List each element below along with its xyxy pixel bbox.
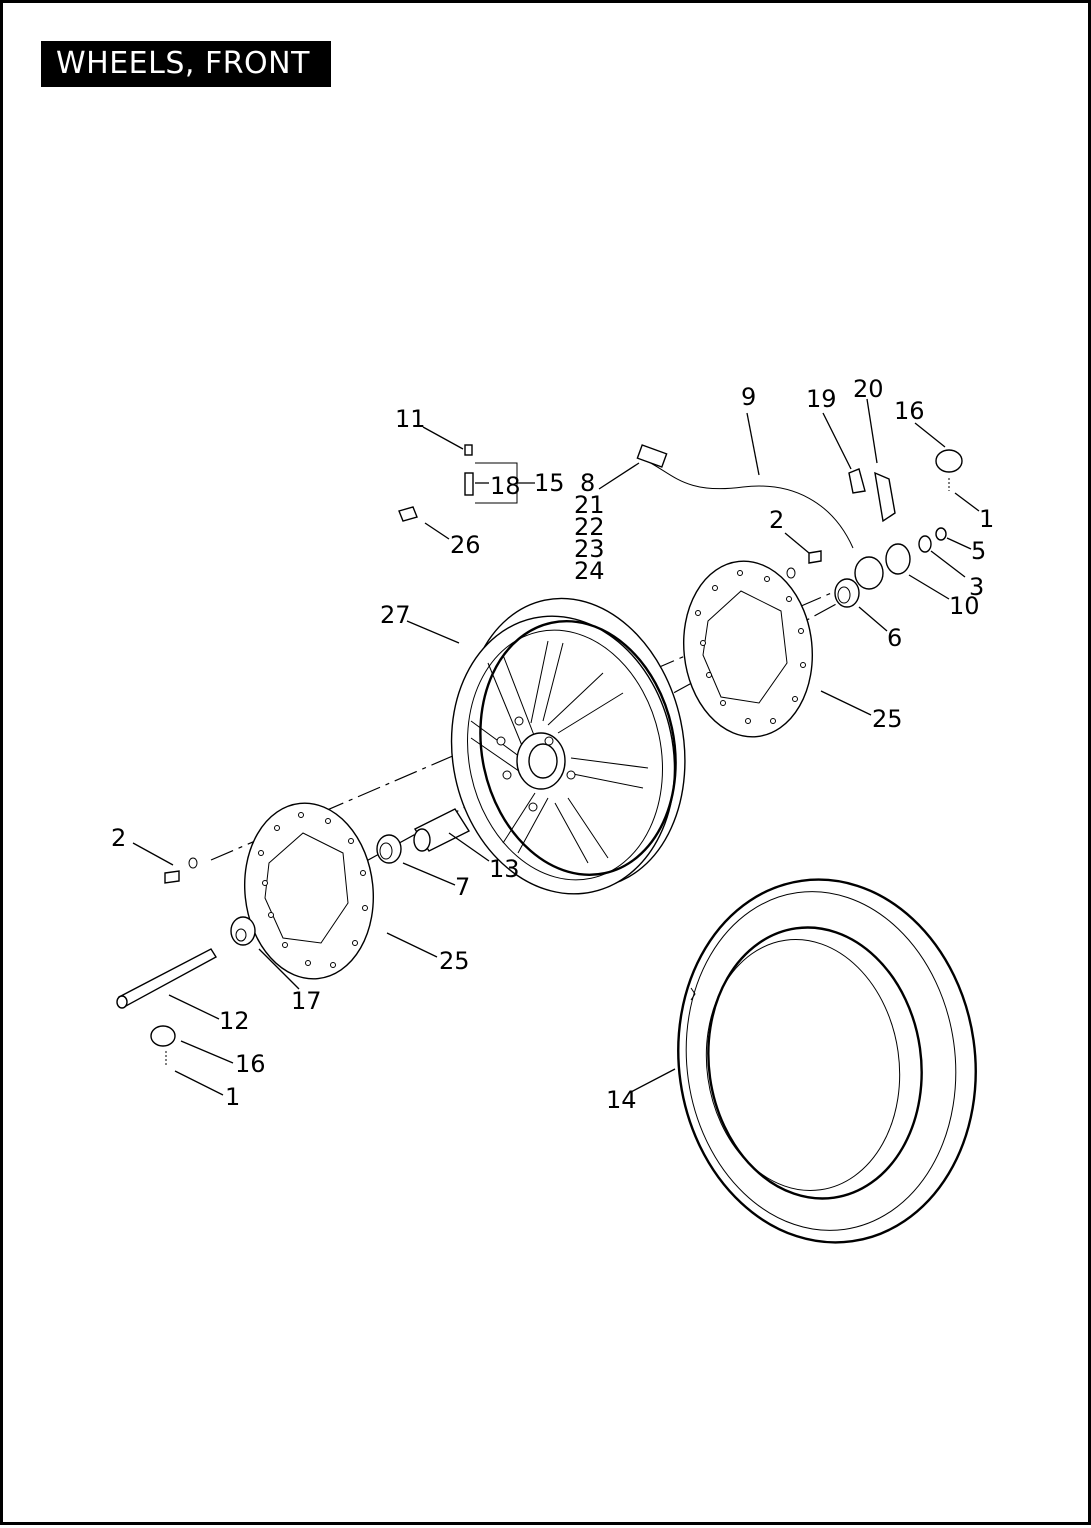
callout-18: 18: [490, 472, 521, 500]
tire: [677, 878, 977, 1244]
callout-11: 11: [395, 405, 426, 433]
callout-labels: 1 1 2 2 3 5 6 7 8 9 10 11 12 13 14 15 16…: [111, 375, 994, 1114]
callout-23: 23: [574, 535, 605, 563]
front-axle: [116, 948, 217, 1009]
callout-6: 6: [887, 624, 902, 652]
callout-20: 20: [853, 375, 884, 403]
axle-spacer: [230, 916, 256, 946]
callout-17: 17: [291, 987, 322, 1015]
callout-15: 15: [534, 469, 565, 497]
callout-21: 21: [574, 491, 605, 519]
hub-spacer: [413, 808, 471, 852]
callout-9: 9: [741, 383, 756, 411]
callout-19: 19: [806, 385, 837, 413]
callout-26: 26: [450, 531, 481, 559]
callout-5: 5: [971, 537, 986, 565]
callout-24: 24: [574, 557, 605, 585]
leader-lines: [132, 398, 980, 1096]
callout-25: 25: [439, 947, 470, 975]
callout-7: 7: [455, 873, 470, 901]
brake-disc-right: [682, 560, 814, 738]
cast-wheel: [450, 597, 686, 895]
callout-16: 16: [894, 397, 925, 425]
disc-screw-left: [164, 857, 198, 884]
wheel-speed-sensor: [636, 444, 884, 590]
callout-14: 14: [606, 1086, 637, 1114]
wheel-bearing-left: [376, 834, 402, 864]
callout-10: 10: [949, 592, 980, 620]
wheel-weight: [398, 506, 418, 522]
callout-12: 12: [219, 1007, 250, 1035]
axle-cap-right: [935, 449, 963, 491]
disc-screw-right: [786, 550, 822, 579]
callout-16: 16: [235, 1050, 266, 1078]
callout-27: 27: [380, 601, 411, 629]
callout-3: 3: [969, 573, 984, 601]
callout-1: 1: [979, 505, 994, 533]
callout-13: 13: [489, 855, 520, 883]
axle-cap-left: [150, 1025, 176, 1065]
callout-2: 2: [769, 506, 784, 534]
exploded-view-drawing: 1 1 2 2 3 5 6 7 8 9 10 11 12 13 14 15 16…: [111, 375, 994, 1244]
callout-1: 1: [225, 1083, 240, 1111]
wheel-bearing-right: [834, 578, 860, 608]
diagram-title: WHEELS, FRONT: [41, 41, 331, 87]
callout-22: 22: [574, 513, 605, 541]
callout-25: 25: [872, 705, 903, 733]
callout-2: 2: [111, 824, 126, 852]
sensor-washer-nut: [885, 527, 947, 575]
brake-disc-left: [243, 802, 375, 980]
sensor-bracket: [848, 468, 896, 523]
callout-8: 8: [580, 469, 595, 497]
